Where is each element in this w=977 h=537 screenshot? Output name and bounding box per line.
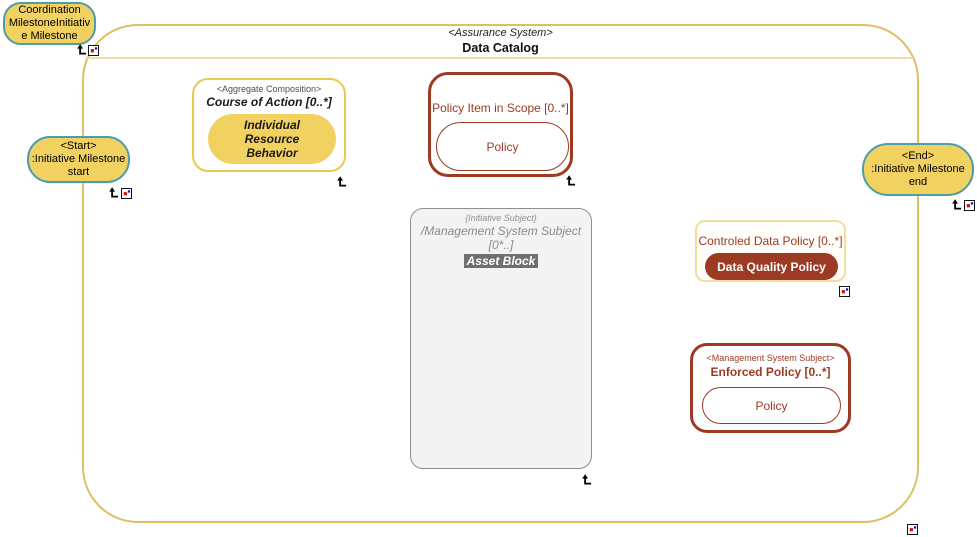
end-milestone-suffix: end bbox=[908, 176, 928, 188]
navigate-up-icon[interactable] bbox=[336, 176, 347, 187]
policy-item-in-scope-name: Policy Item in Scope [0..*] bbox=[432, 101, 569, 115]
assurance-system-title: Data Catalog bbox=[462, 41, 539, 55]
start-milestone-suffix: start bbox=[67, 166, 90, 178]
data-quality-policy-node[interactable]: Data Quality Policy bbox=[705, 253, 838, 280]
assurance-system-stereotype: <Assurance System> bbox=[448, 27, 553, 39]
policy-node[interactable]: Policy bbox=[436, 122, 569, 171]
start-milestone-name: :Initiative Milestone bbox=[31, 153, 126, 165]
start-milestone-stereotype: <Start> bbox=[60, 140, 97, 152]
coordination-milestone-label-line3: e Milestone bbox=[21, 30, 78, 42]
policy-node[interactable]: Policy bbox=[702, 387, 841, 424]
related-diagram-icon[interactable] bbox=[907, 524, 918, 535]
navigate-up-icon[interactable] bbox=[76, 44, 87, 55]
coordination-milestone-node[interactable]: Coordination MilestoneInitiativ e Milest… bbox=[3, 2, 96, 45]
title-separator-line bbox=[85, 57, 913, 59]
asset-block-selected-label[interactable]: Asset Block bbox=[463, 254, 539, 268]
enforced-policy-node[interactable]: <Management System Subject> Enforced Pol… bbox=[690, 343, 851, 433]
navigate-up-icon[interactable] bbox=[565, 175, 576, 186]
asset-block-node[interactable]: {Initiative Subject} /Management System … bbox=[410, 208, 592, 469]
policy-label: Policy bbox=[486, 139, 519, 154]
course-of-action-node[interactable]: <Aggregate Composition> Course of Action… bbox=[192, 78, 346, 172]
coordination-milestone-label-line2: MilestoneInitiativ bbox=[8, 17, 91, 29]
policy-label: Policy bbox=[755, 398, 788, 413]
individual-resource-behavior-node[interactable]: Individual Resource Behavior bbox=[208, 114, 336, 164]
enforced-policy-stereotype: <Management System Subject> bbox=[706, 353, 835, 363]
enforced-policy-name: Enforced Policy [0..*] bbox=[710, 365, 831, 379]
assurance-system-container[interactable] bbox=[82, 24, 919, 523]
related-diagram-icon[interactable] bbox=[839, 286, 850, 297]
navigate-up-icon[interactable] bbox=[951, 199, 962, 210]
navigate-up-icon[interactable] bbox=[581, 474, 592, 485]
related-diagram-icon[interactable] bbox=[964, 200, 975, 211]
start-milestone-node[interactable]: <Start> :Initiative Milestone start bbox=[27, 136, 130, 183]
controled-data-policy-node[interactable]: Controled Data Policy [0..*] Data Qualit… bbox=[695, 220, 846, 282]
course-of-action-stereotype: <Aggregate Composition> bbox=[216, 84, 322, 94]
individual-resource-behavior-label: Individual Resource Behavior bbox=[243, 118, 300, 160]
course-of-action-name: Course of Action [0..*] bbox=[206, 95, 332, 109]
asset-block-name: /Management System Subject [0*..] bbox=[420, 224, 582, 252]
related-diagram-icon[interactable] bbox=[121, 188, 132, 199]
data-quality-policy-label: Data Quality Policy bbox=[717, 259, 826, 274]
end-milestone-node[interactable]: <End> :Initiative Milestone end bbox=[862, 143, 974, 196]
policy-item-in-scope-node[interactable]: Policy Item in Scope [0..*] Policy bbox=[428, 72, 573, 177]
related-diagram-icon[interactable] bbox=[88, 45, 99, 56]
coordination-milestone-label-line1: Coordination bbox=[18, 4, 81, 16]
controled-data-policy-name: Controled Data Policy [0..*] bbox=[698, 234, 843, 248]
asset-block-tag: {Initiative Subject} bbox=[465, 213, 537, 223]
end-milestone-name: :Initiative Milestone bbox=[871, 163, 965, 175]
navigate-up-icon[interactable] bbox=[108, 187, 119, 198]
end-milestone-stereotype: <End> bbox=[901, 150, 935, 162]
